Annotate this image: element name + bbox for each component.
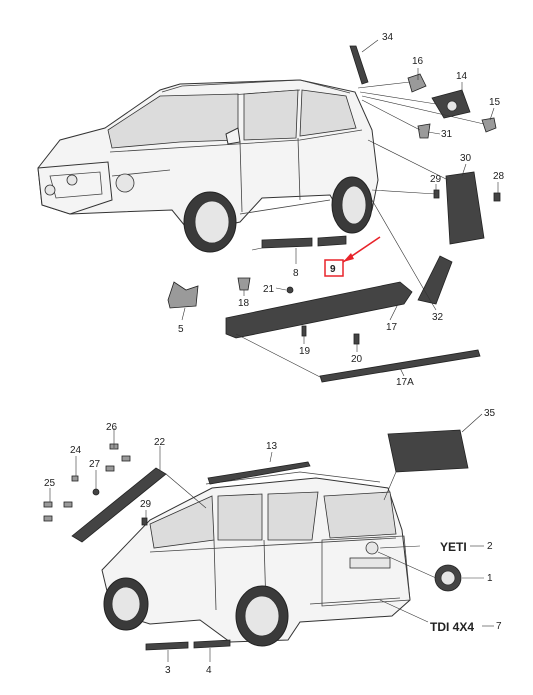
highlight-box [324,259,344,277]
callout-18: 18 [238,298,250,309]
top-leader-lines [181,39,499,379]
part-17-sill [225,281,413,339]
part-19-clip [301,325,307,337]
part-25-clip-c [43,515,53,522]
top-parts [167,45,501,383]
part-13-rail [207,461,311,485]
part-26-clip-c [105,465,115,472]
part-4-trim [193,639,231,649]
bottom-car-illustration [101,471,411,647]
callout-21: 21 [263,284,275,295]
callout-17a: 17A [396,377,414,388]
callout-27: 27 [89,459,101,470]
callout-28: 28 [493,171,505,182]
callout-14: 14 [456,71,468,82]
callout-2: 2 [487,541,493,552]
part-5-flap [167,281,199,309]
part-8-trim [261,237,313,249]
part-32-trim [417,255,453,305]
part-18-clip [237,277,251,291]
part-21-screw [286,286,294,294]
part-34-strip [349,45,369,85]
callout-24: 24 [70,445,82,456]
part-29-clip-lower [141,517,148,526]
top-car-illustration [37,79,379,253]
bottom-leader-lines [49,413,494,662]
callout-4: 4 [206,665,212,676]
callout-16: 16 [412,56,424,67]
callout-9: 9 [330,264,336,275]
part-26-clip-b [121,455,131,462]
callout-5: 5 [178,324,184,335]
part-25-clip-b [63,501,73,508]
part-25-clip-a [43,501,53,508]
badge-yeti: YETI [440,540,467,554]
callout-20: 20 [351,354,363,365]
callout-8: 8 [293,268,299,279]
part-31-clip [417,123,431,139]
callout-3: 3 [165,665,171,676]
part-17a-strip [319,349,481,383]
highlight-part-9 [324,236,381,277]
callout-26: 26 [106,422,118,433]
callout-34: 34 [382,32,394,43]
callout-30: 30 [460,153,472,164]
part-28-clip [493,192,501,202]
callout-15: 15 [489,97,501,108]
callout-32: 32 [432,312,444,323]
part-16-bracket [407,73,427,93]
bottom-callouts: 35 13 22 26 24 27 25 29 2 1 7 3 4 [44,408,502,676]
highlight-arrowhead [343,253,354,262]
callout-31: 31 [441,129,453,140]
badges: YETI TDI 4X4 [430,540,474,634]
callout-29: 29 [430,174,442,185]
callout-1: 1 [487,573,493,584]
part-30-panel [445,171,485,245]
badge-tdi-4x4: TDI 4X4 [430,620,474,634]
callout-25: 25 [44,478,56,489]
callout-19: 19 [299,346,311,357]
callout-13: 13 [266,441,278,452]
callout-29-lower: 29 [140,499,152,510]
top-callouts: 34 16 14 15 31 30 29 28 8 9 21 18 5 17 3… [178,32,505,388]
callout-22: 22 [154,437,166,448]
callout-35: 35 [484,408,496,419]
callout-7: 7 [496,621,502,632]
part-9-trim [317,235,347,247]
part-35-window [387,429,469,473]
callout-17: 17 [386,322,398,333]
part-3-trim [145,641,189,651]
part-24-clip [71,475,79,482]
part-15-screw [481,117,497,133]
part-20-clip [353,333,360,345]
